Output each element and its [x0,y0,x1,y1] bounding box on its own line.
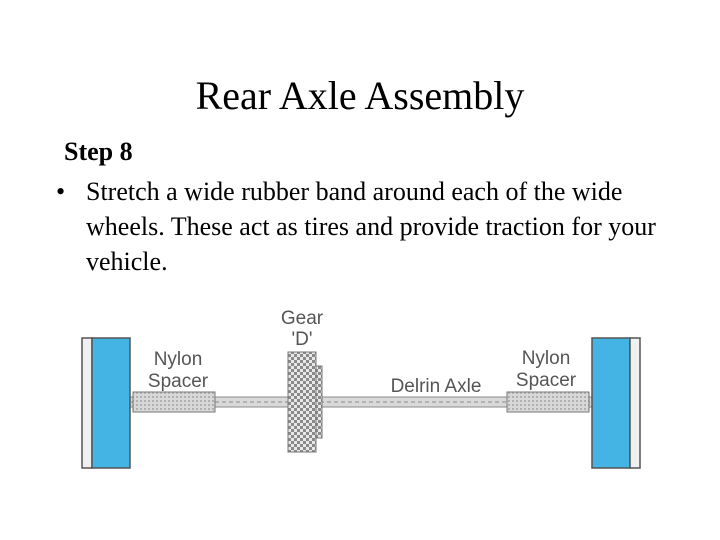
gear-d-body [287,351,317,453]
left-nylon-spacer [132,391,216,413]
gear-d-hub [315,365,323,439]
left-tire [91,337,131,469]
left-wheel [81,337,131,469]
bullet-text: Stretch a wide rubber band around each o… [86,177,656,276]
bullet-glyph: • [56,177,66,206]
gear-label-line2: 'D' [292,329,313,350]
right-nylon-spacer [506,391,590,413]
right-tire [591,337,631,469]
left-spacer-label-line1: Nylon [154,349,203,370]
step-heading: Step 8 [64,137,133,166]
right-spacer-label-line2: Spacer [516,370,577,391]
left-wheel-rim [81,337,93,469]
left-spacer-label-line2: Spacer [148,371,209,392]
axle-label: Delrin Axle [391,376,482,397]
rear-axle-diagram: Gear 'D' Nylon Spacer Delrin Axle Nylon … [81,308,641,469]
right-wheel-rim [629,337,641,469]
right-wheel [591,337,641,469]
right-spacer-label-line1: Nylon [522,348,571,369]
gear-label-line1: Gear [281,308,324,329]
slide-title: Rear Axle Assembly [195,73,525,118]
bullet-item: • Stretch a wide rubber band around each… [56,174,676,279]
gear-d [287,351,323,453]
